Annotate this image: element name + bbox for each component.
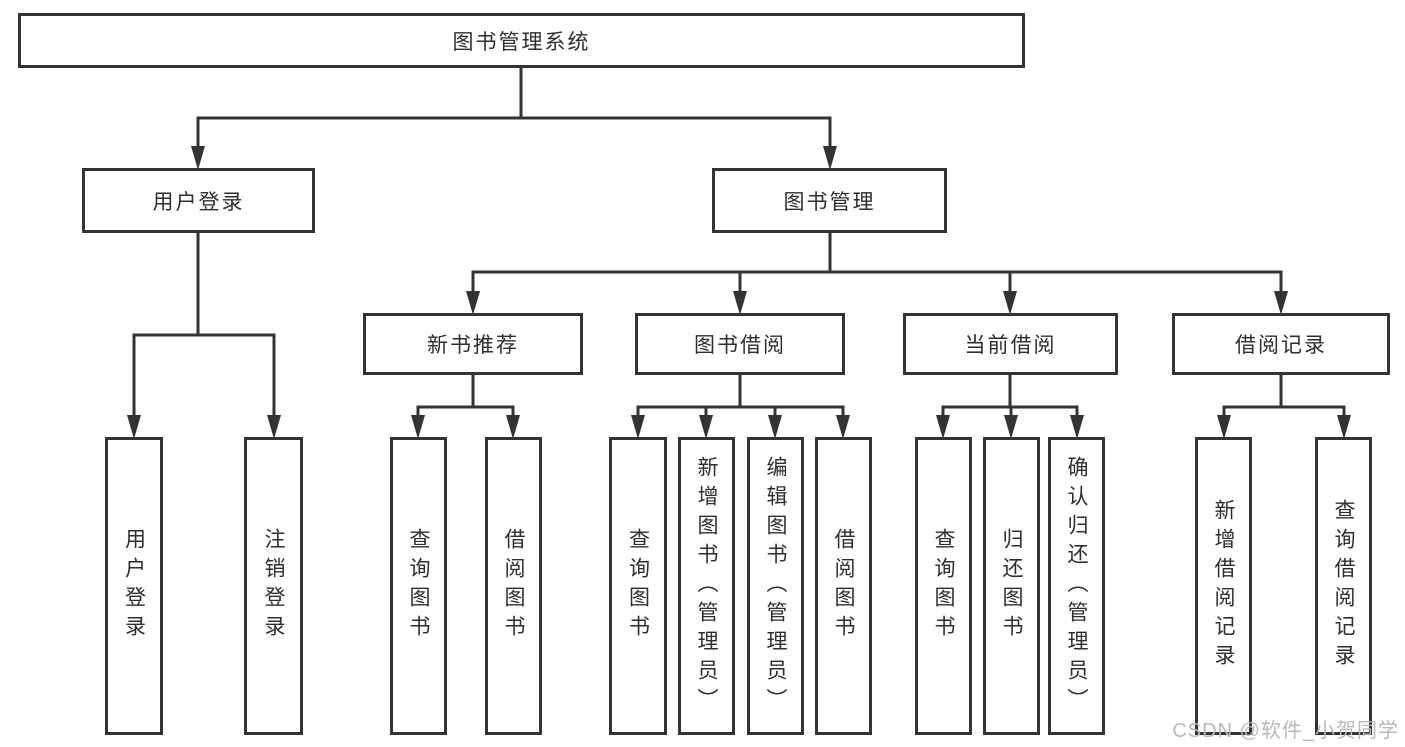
node-label: 新增借阅记录 bbox=[1212, 499, 1235, 673]
node-user-login: 用户登录 bbox=[82, 168, 315, 233]
leaf-logout: 注销登录 bbox=[244, 437, 303, 735]
node-label: 用户登录 bbox=[122, 528, 146, 644]
leaf-add-book-admin: 新增图书（管理员） bbox=[678, 437, 735, 735]
node-label: 归还图书 bbox=[1000, 528, 1023, 644]
node-book-borrow: 图书借阅 bbox=[635, 313, 845, 375]
leaf-recommend-borrow-book: 借阅图书 bbox=[485, 437, 542, 735]
node-label: 图书管理 bbox=[783, 190, 876, 214]
node-label: 图书借阅 bbox=[694, 334, 786, 357]
node-label: 查询图书 bbox=[407, 528, 430, 644]
node-current-borrow: 当前借阅 bbox=[903, 313, 1118, 375]
node-label: 借阅图书 bbox=[502, 528, 525, 644]
node-label: 确认归还（管理员） bbox=[1065, 455, 1088, 717]
leaf-borrow-query-book: 查询图书 bbox=[609, 437, 667, 735]
node-label: 查询图书 bbox=[932, 528, 955, 644]
node-label: 借阅记录 bbox=[1235, 334, 1327, 357]
leaf-query-borrow-record: 查询借阅记录 bbox=[1315, 437, 1372, 735]
node-label: 注销登录 bbox=[262, 528, 285, 644]
node-label: 用户登录 bbox=[152, 190, 245, 214]
csdn-watermark: CSDN @软件_小贺同学 bbox=[1172, 720, 1399, 742]
node-label: 编辑图书（管理员） bbox=[764, 455, 787, 717]
node-label: 当前借阅 bbox=[964, 334, 1057, 357]
node-borrow-records: 借阅记录 bbox=[1172, 313, 1390, 375]
node-label: 新增图书（管理员） bbox=[695, 455, 718, 717]
leaf-edit-book-admin: 编辑图书（管理员） bbox=[747, 437, 804, 735]
leaf-add-borrow-record: 新增借阅记录 bbox=[1195, 437, 1252, 735]
node-label: 查询图书 bbox=[626, 528, 650, 644]
leaf-return-book: 归还图书 bbox=[983, 437, 1040, 735]
node-new-book-recommend: 新书推荐 bbox=[363, 313, 583, 375]
leaf-confirm-return-admin: 确认归还（管理员） bbox=[1048, 437, 1105, 735]
node-label: 查询借阅记录 bbox=[1332, 499, 1355, 673]
node-book-management: 图书管理 bbox=[712, 168, 947, 233]
leaf-borrow-book: 借阅图书 bbox=[815, 437, 872, 735]
leaf-user-login: 用户登录 bbox=[105, 437, 163, 735]
node-label: 图书管理系统 bbox=[452, 30, 591, 54]
node-label: 借阅图书 bbox=[832, 528, 855, 644]
node-root-system: 图书管理系统 bbox=[18, 13, 1025, 68]
node-label: 新书推荐 bbox=[427, 334, 519, 357]
leaf-current-query-book: 查询图书 bbox=[915, 437, 972, 735]
leaf-recommend-query-book: 查询图书 bbox=[390, 437, 447, 735]
